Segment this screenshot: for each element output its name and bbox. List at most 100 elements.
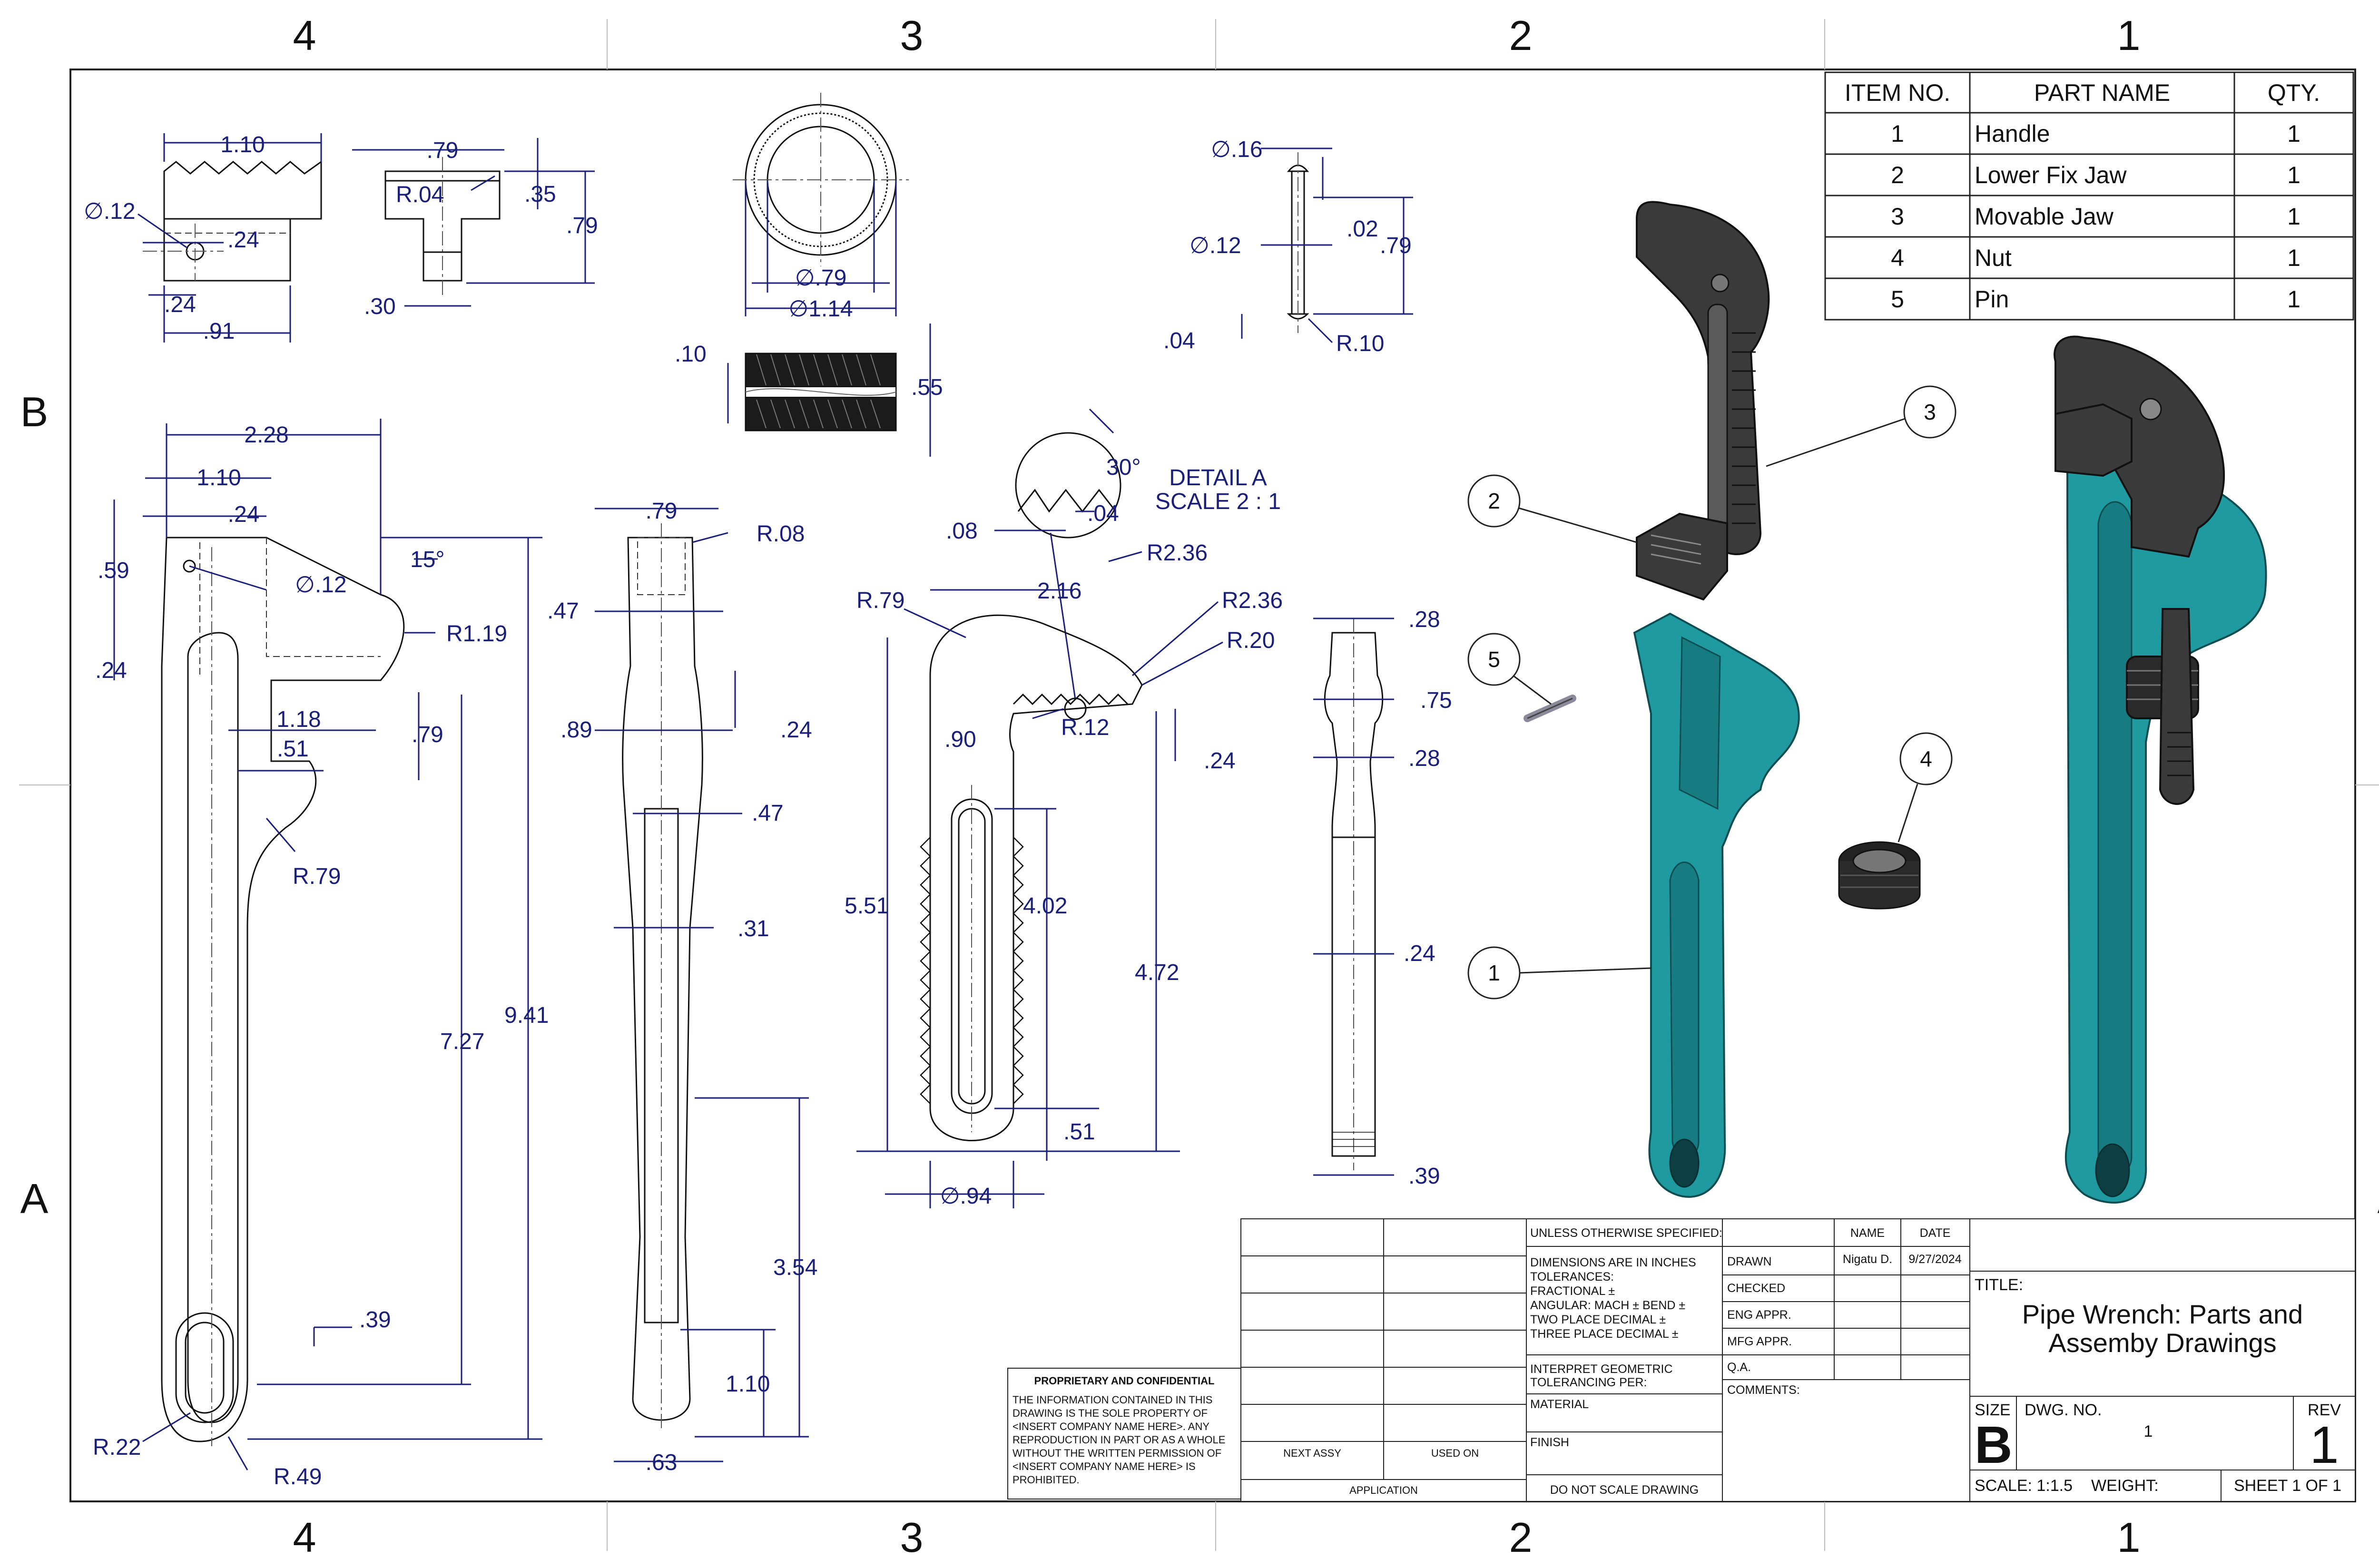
material-label: MATERIAL xyxy=(1530,1398,1589,1411)
tolerance-line: DIMENSIONS ARE IN INCHES xyxy=(1530,1256,1696,1269)
balloon-3: 3 xyxy=(1766,385,1956,467)
weight-label: WEIGHT: xyxy=(2091,1477,2159,1495)
pin-view: ∅.16 .02 ∅.12 .79 .04 R.10 xyxy=(1163,137,1413,356)
dim-jaw-arc-1: R2.36 xyxy=(1147,540,1208,566)
bom-row-qty: 1 xyxy=(2287,245,2300,271)
bom-table: ITEM NO. PART NAME QTY. 1 Handle 1 2 Low… xyxy=(1824,71,2354,321)
proprietary-line: PROHIBITED. xyxy=(1013,1474,1080,1486)
bom-row-item: 5 xyxy=(1891,286,1904,313)
mfg-appr-label: MFG APPR. xyxy=(1727,1335,1792,1348)
balloon-2: 2 xyxy=(1467,474,1637,543)
dim-side-neck-depth: .24 xyxy=(780,717,812,743)
bom-row-item: 1 xyxy=(1891,120,1904,147)
dim-jaw-radius-top: R.79 xyxy=(856,588,904,613)
dim-side-head-depth: .47 xyxy=(547,598,579,624)
bom-row-item: 2 xyxy=(1891,162,1904,188)
part-nut xyxy=(1838,841,1921,910)
bom-header-part: PART NAME xyxy=(2034,79,2170,106)
detail-a-title: DETAIL A xyxy=(1169,465,1267,490)
dim-side-head-width: .79 xyxy=(646,499,678,524)
dim-jawside-shaft: .24 xyxy=(1404,941,1435,966)
svg-text:4: 4 xyxy=(1920,746,1932,771)
dim-jaw-arc-2: R2.36 xyxy=(1222,588,1283,613)
proprietary-line: <INSERT COMPANY NAME HERE>. ANY xyxy=(1013,1421,1209,1432)
bom-row-name: Pin xyxy=(1975,286,2009,313)
dwg-no-label: DWG. NO. xyxy=(2025,1401,2102,1419)
bom-row-item: 4 xyxy=(1891,245,1904,271)
dim-jawside-neck: .28 xyxy=(1408,746,1440,771)
drawn-label: DRAWN xyxy=(1727,1255,1772,1268)
dim-side-stem: .30 xyxy=(364,294,396,319)
tolerance-line: TWO PLACE DECIMAL ± xyxy=(1530,1313,1666,1326)
application-label: APPLICATION xyxy=(1349,1484,1418,1496)
zone-right-B: B xyxy=(2378,388,2379,435)
title-block: PROPRIETARY AND CONFIDENTIAL THE INFORMA… xyxy=(1007,1218,2356,1502)
rev-label: REV xyxy=(2308,1401,2341,1419)
rev-value: 1 xyxy=(2310,1416,2339,1474)
part-pin xyxy=(1524,695,1576,722)
title-label: TITLE: xyxy=(1975,1276,2023,1294)
dim-handle-angle: 15° xyxy=(410,547,445,572)
date-header: DATE xyxy=(1920,1226,1951,1240)
next-assy-label: NEXT ASSY xyxy=(1283,1447,1341,1459)
part-movable-jaw xyxy=(1636,201,1770,555)
movable-jaw-view: R.79 2.16 R2.36 R2.36 R.20 R.12 .90 .24 … xyxy=(845,540,1283,1209)
detail-a-scale: SCALE 2 : 1 xyxy=(1155,489,1281,514)
dim-side-radius: R.04 xyxy=(396,182,444,207)
proprietary-line: DRAWING IS THE SOLE PROPERTY OF xyxy=(1013,1407,1208,1419)
dim-pin-head: ∅.16 xyxy=(1211,137,1263,162)
balloon-1: 1 xyxy=(1467,946,1652,1000)
do-not-scale: DO NOT SCALE DRAWING xyxy=(1550,1483,1699,1497)
dim-jaw-tooth-radius: R.12 xyxy=(1061,715,1109,740)
checked-label: CHECKED xyxy=(1727,1282,1785,1295)
svg-text:5: 5 xyxy=(1488,647,1500,672)
movable-jaw-side-view: .28 .75 .28 .24 .39 xyxy=(1313,607,1452,1189)
interpret-line: TOLERANCING PER: xyxy=(1530,1376,1647,1389)
dim-side-jaw-height: .35 xyxy=(524,182,556,207)
bom-row-qty: 1 xyxy=(2287,286,2300,313)
dim-nut-height: .55 xyxy=(911,375,943,400)
dim-detail-angle: 30° xyxy=(1106,455,1141,480)
zone-top-4: 4 xyxy=(293,12,316,59)
zone-bottom-2: 2 xyxy=(1509,1514,1533,1561)
tolerance-line: TOLERANCES: xyxy=(1530,1270,1614,1284)
zone-bottom-1: 1 xyxy=(2117,1514,2141,1561)
used-on-label: USED ON xyxy=(1431,1447,1479,1459)
title-line-2: Assemby Drawings xyxy=(2048,1328,2276,1358)
svg-text:2: 2 xyxy=(1488,489,1500,513)
dim-handle-radius-end: R.22 xyxy=(93,1435,141,1460)
dim-pin-radius: R.10 xyxy=(1336,331,1384,356)
dim-jaw-slot: 4.02 xyxy=(1023,893,1067,919)
dim-handle-hole-height: .59 xyxy=(98,558,129,583)
dim-handle-total-length: 9.41 xyxy=(504,1003,549,1028)
balloon-5: 5 xyxy=(1467,633,1552,705)
proprietary-title: PROPRIETARY AND CONFIDENTIAL xyxy=(1034,1375,1215,1387)
bom-header-qty: QTY. xyxy=(2268,79,2320,106)
bom-row-name: Handle xyxy=(1975,120,2050,147)
dim-handle-jaw-width: 1.10 xyxy=(197,465,241,490)
unless-specified: UNLESS OTHERWISE SPECIFIED: xyxy=(1530,1226,1722,1240)
dim-jaw-tip-radius: R.20 xyxy=(1227,628,1275,653)
scale-label: SCALE: 1:1.5 xyxy=(1975,1477,2073,1495)
dim-lower-jaw-base: .91 xyxy=(203,319,235,344)
title-line-1: Pipe Wrench: Parts and xyxy=(2022,1299,2303,1329)
zone-left-B: B xyxy=(20,388,49,435)
dim-detail-pitch: .08 xyxy=(946,519,978,544)
detail-a-view: 30° .04 .08 DETAIL A SCALE 2 : 1 xyxy=(946,408,1281,700)
zone-bottom-3: 3 xyxy=(900,1514,924,1561)
dim-handle-inner: .51 xyxy=(277,736,309,762)
proprietary-line: <INSERT COMPANY NAME HERE> IS xyxy=(1013,1460,1196,1472)
lower-jaw-front-view: 1.10 ∅.12 .24 .24 .91 xyxy=(84,132,322,344)
bom-row-qty: 1 xyxy=(2287,162,2300,188)
proprietary-line: REPRODUCTION IN PART OR AS A WHOLE xyxy=(1013,1434,1225,1446)
dim-handle-slot-height: .79 xyxy=(412,722,443,747)
dim-side-height: .79 xyxy=(566,213,598,238)
dim-lower-jaw-hole: ∅.12 xyxy=(84,199,136,224)
dim-handle-hole-dia: ∅.12 xyxy=(295,572,347,598)
bom-header-item: ITEM NO. xyxy=(1845,79,1950,106)
dim-jaw-slot-end: .51 xyxy=(1063,1119,1095,1145)
svg-text:1: 1 xyxy=(1488,960,1500,985)
lower-jaw-side-view: .79 R.04 .35 .79 .30 xyxy=(352,138,598,319)
